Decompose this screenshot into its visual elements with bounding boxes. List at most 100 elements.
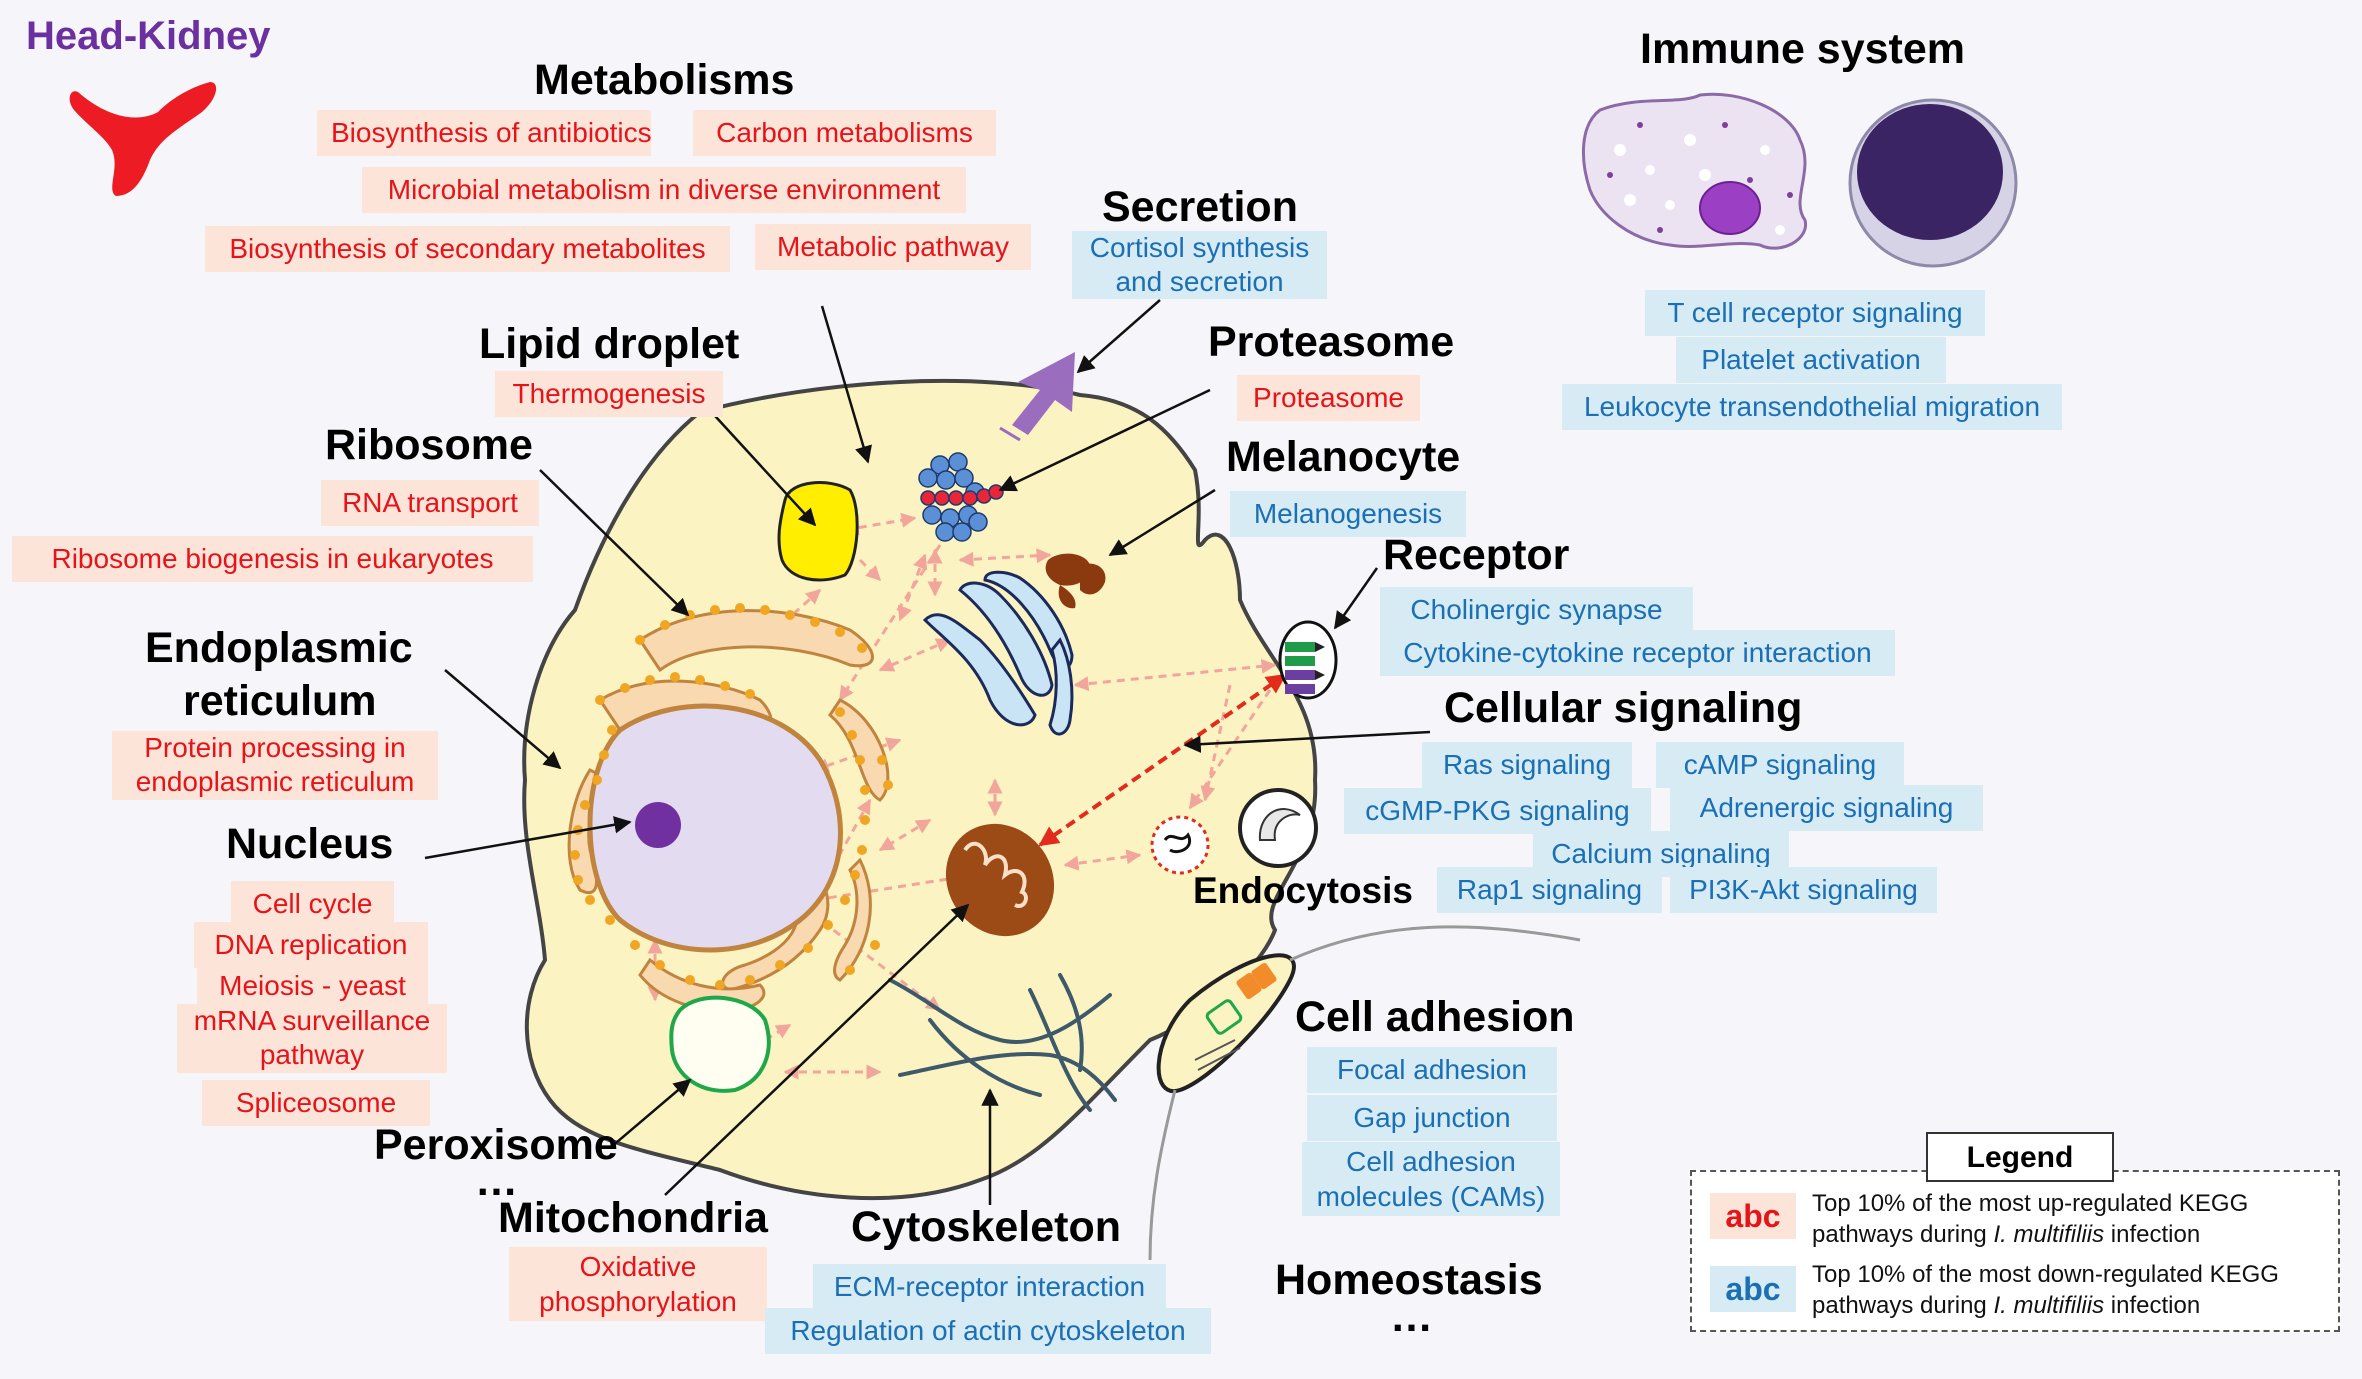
- secretion-arrow-icon: [999, 352, 1075, 442]
- legend-up-line2: pathways during I. multifiliis infection: [1812, 1219, 2248, 1250]
- nucleus-title: Nucleus: [226, 820, 394, 868]
- cytoskeleton-icon: [888, 973, 1117, 1112]
- legend-up-post: infection: [2110, 1221, 2201, 1248]
- legend-down-line1: Top 10% of the most down-regulated KEGG: [1812, 1261, 2279, 1288]
- pathway-cams-line2: molecules (CAMs): [1316, 1181, 1546, 1212]
- pathway-ribosome-biogenesis: Ribosome biogenesis in eukaryotes: [12, 536, 533, 582]
- cellular-signaling-title: Cellular signaling: [1444, 684, 1803, 732]
- proteasome-icon: [918, 452, 1004, 542]
- proteasome-title: Proteasome: [1208, 318, 1455, 366]
- homeostasis-title: Homeostasis: [1275, 1256, 1543, 1304]
- pathway-rna-transport: RNA transport: [321, 480, 539, 526]
- pathway-spliceosome: Spliceosome: [202, 1080, 430, 1126]
- homeostasis-ellipsis: …: [1390, 1293, 1433, 1341]
- pathway-dna-replication: DNA replication: [194, 922, 428, 968]
- receptor-icon: [1278, 620, 1338, 700]
- pathway-secondary: Biosynthesis of secondary metabolites: [205, 226, 730, 272]
- cell-adhesion-icon: [1148, 925, 1581, 1261]
- pathway-oxphos-line1: Oxidative: [579, 1251, 697, 1282]
- head-kidney-icon: [69, 82, 217, 196]
- secretion-title: Secretion: [1102, 183, 1298, 231]
- pathway-tcell: T cell receptor signaling: [1645, 290, 1985, 336]
- lipid-droplet-title: Lipid droplet: [479, 320, 740, 368]
- pathway-mrna-line2: pathway: [259, 1039, 365, 1070]
- pathway-mrna-line1: mRNA surveillance: [193, 1005, 431, 1036]
- legend-up-species: I. multifiliis: [1993, 1221, 2105, 1248]
- granulocyte-icon: [1581, 92, 1807, 250]
- metabolisms-title: Metabolisms: [534, 56, 795, 104]
- pathway-meiosis: Meiosis - yeast: [197, 963, 428, 1009]
- nucleus-membrane: [587, 703, 843, 953]
- pathway-protein-processing-line2: endoplasmic reticulum: [135, 766, 415, 797]
- pathway-antibiotics: Biosynthesis of antibiotics: [317, 110, 652, 156]
- signaling-red-arrow: [1038, 673, 1287, 847]
- legend-up-line1: Top 10% of the most up-regulated KEGG: [1812, 1190, 2249, 1217]
- endocytosis-icon: [1238, 788, 1318, 868]
- pathway-ras: Ras signaling: [1422, 742, 1632, 788]
- pathway-cortisol-line1: Cortisol synthesis: [1089, 232, 1310, 263]
- legend-up-text: Top 10% of the most up-regulated KEGG pa…: [1812, 1188, 2248, 1250]
- pathway-rap1: Rap1 signaling: [1437, 867, 1662, 913]
- endocytosis-title: Endocytosis: [1193, 870, 1413, 911]
- pathway-leukocyte: Leukocyte transendothelial migration: [1562, 384, 2062, 430]
- ribosome-dots: [570, 603, 893, 990]
- mitochondria-title: Mitochondria: [498, 1194, 768, 1242]
- mitochondria-icon: [945, 823, 1055, 937]
- endosome-icon: [1150, 815, 1210, 875]
- peroxisome-ellipsis: …: [475, 1157, 518, 1205]
- legend-box: [1690, 1170, 2340, 1332]
- pathway-cholinergic: Cholinergic synapse: [1380, 587, 1693, 633]
- melanosome-icon: [1045, 553, 1106, 609]
- er-title-line1: Endoplasmic: [145, 624, 413, 672]
- legend-down-species: I. multifiliis: [1993, 1292, 2105, 1319]
- lymphocyte-icon: [1848, 98, 2018, 268]
- melanocyte-title: Melanocyte: [1226, 433, 1461, 481]
- cytoskeleton-title: Cytoskeleton: [851, 1203, 1122, 1251]
- legend-swatch-down: abc: [1710, 1266, 1796, 1312]
- pathway-metabolic: Metabolic pathway: [755, 224, 1031, 270]
- pathway-adrenergic: Adrenergic signaling: [1670, 785, 1983, 831]
- legend-down-text: Top 10% of the most down-regulated KEGG …: [1812, 1259, 2279, 1321]
- pathway-cell-cycle: Cell cycle: [231, 881, 394, 927]
- pathway-ecm: ECM-receptor interaction: [813, 1264, 1166, 1310]
- pathway-cortisol-line2: and secretion: [1115, 266, 1284, 297]
- legend-swatch-up: abc: [1710, 1193, 1796, 1239]
- pathway-oxphos: Oxidative phosphorylation: [509, 1247, 767, 1321]
- pathway-carbon: Carbon metabolisms: [693, 110, 996, 156]
- pathway-cytokine: Cytokine-cytokine receptor interaction: [1380, 630, 1895, 676]
- nucleolus-icon: [635, 802, 681, 848]
- pathway-pi3k: PI3K-Akt signaling: [1670, 867, 1937, 913]
- pathway-focal-adhesion: Focal adhesion: [1307, 1047, 1557, 1093]
- receptor-title: Receptor: [1383, 531, 1570, 579]
- pathway-cams-line1: Cell adhesion: [1346, 1146, 1516, 1177]
- cell-adhesion-title: Cell adhesion: [1295, 993, 1575, 1041]
- legend-up-pre: pathways during: [1812, 1221, 1987, 1248]
- pathway-platelet: Platelet activation: [1676, 337, 1946, 383]
- legend-down-pre: pathways during: [1812, 1292, 1987, 1319]
- pathway-thermogenesis: Thermogenesis: [495, 371, 723, 417]
- ribosome-title: Ribosome: [325, 421, 533, 469]
- pathway-cgmp: cGMP-PKG signaling: [1344, 788, 1651, 834]
- immune-title: Immune system: [1640, 25, 1966, 73]
- legend-down-line2: pathways during I. multifiliis infection: [1812, 1290, 2279, 1321]
- pathway-gap-junction: Gap junction: [1307, 1095, 1557, 1141]
- pathway-cams: Cell adhesion molecules (CAMs): [1302, 1142, 1560, 1216]
- pathway-mrna-surveillance: mRNA surveillance pathway: [177, 1004, 447, 1073]
- pathway-camp: cAMP signaling: [1656, 742, 1904, 788]
- pathway-proteasome: Proteasome: [1237, 375, 1420, 421]
- golgi-icon: [922, 570, 1074, 736]
- pathway-microbial: Microbial metabolism in diverse environm…: [362, 167, 966, 213]
- legend-title: Legend: [1926, 1132, 2114, 1182]
- legend-down-post: infection: [2110, 1292, 2201, 1319]
- peroxisome-icon: [669, 995, 771, 1093]
- pathway-oxphos-line2: phosphorylation: [539, 1286, 737, 1317]
- corner-label: Head-Kidney: [26, 14, 271, 58]
- er-title-line2: reticulum: [183, 677, 377, 725]
- pathway-protein-processing: Protein processing in endoplasmic reticu…: [112, 731, 438, 800]
- annotation-arrows: [424, 299, 1431, 1205]
- pathway-actin: Regulation of actin cytoskeleton: [765, 1308, 1211, 1354]
- peroxisome-title: Peroxisome: [374, 1121, 618, 1169]
- pathway-protein-processing-line1: Protein processing in: [144, 732, 406, 763]
- pathway-cortisol: Cortisol synthesis and secretion: [1072, 231, 1327, 299]
